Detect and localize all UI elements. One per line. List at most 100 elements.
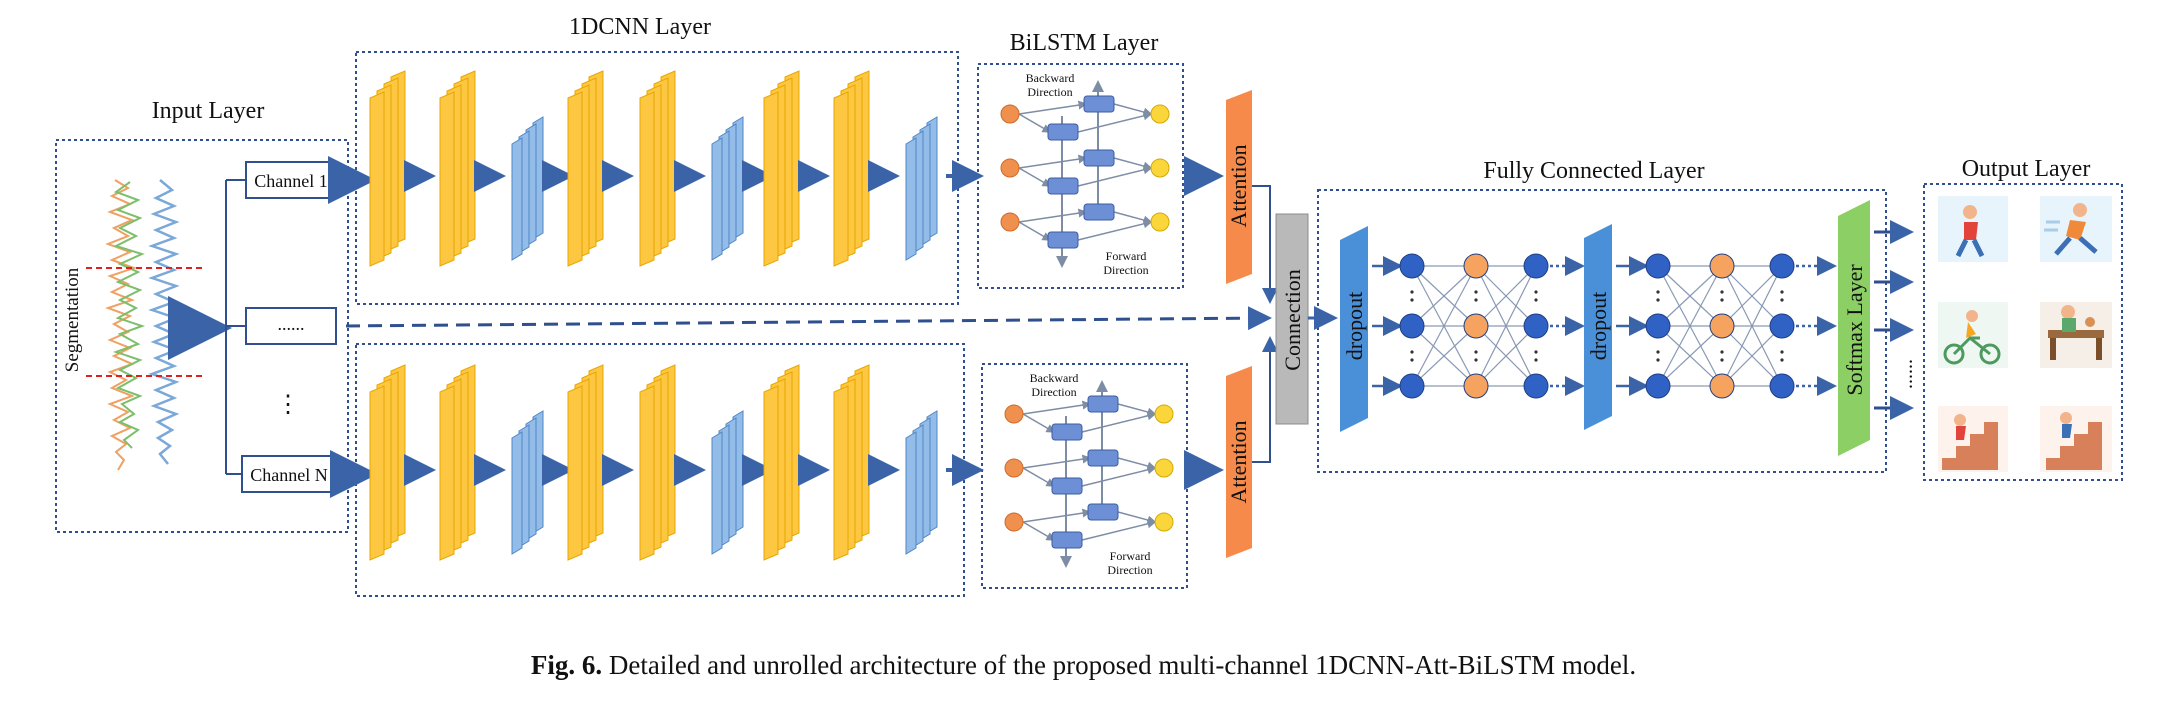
- output-layer-frame: [1923, 183, 2123, 481]
- forward-direction-label: Direction: [1107, 563, 1152, 577]
- dropout-bar-1: [1340, 226, 1368, 432]
- cnn-stack-bottom: [369, 364, 984, 561]
- segmentation-label: Segmentation: [62, 267, 83, 372]
- lstm-cell: [1087, 503, 1119, 521]
- softmax-label: Softmax Layer: [1842, 264, 1867, 396]
- channel-middle-label: ......: [278, 314, 305, 334]
- fc-node-orange: [1709, 253, 1735, 279]
- lstm-cell: [1047, 177, 1079, 195]
- fc-node-blue: [1523, 373, 1549, 399]
- attention-blocks: Attention Attention: [1184, 90, 1278, 558]
- lstm-cell: [1051, 531, 1083, 549]
- channel-bracket: [225, 179, 246, 475]
- output-icons: [1938, 196, 2112, 472]
- fc-node-orange: [1463, 253, 1489, 279]
- upstairs-icon: [1938, 406, 2008, 472]
- cnn-layer-title: 1DCNN Layer: [569, 14, 711, 40]
- channel-1-box: [245, 161, 337, 199]
- lstm-cell: [1083, 203, 1115, 221]
- figure-caption: Fig. 6. Detailed and unrolled architectu…: [0, 650, 2167, 681]
- lstm-cell: [1047, 231, 1079, 249]
- dropout-label-1: dropout: [1342, 292, 1367, 360]
- conv-feature-map: [567, 70, 604, 267]
- lstm-output-node: [1150, 104, 1170, 124]
- channel-n-box: [241, 455, 337, 493]
- forward-direction-label: Direction: [1103, 263, 1148, 277]
- channel-middle-dashed-arrow: [345, 306, 1272, 331]
- running-icon: [2040, 196, 2112, 262]
- lstm-input-node: [1004, 458, 1024, 478]
- softmax-bar: [1838, 200, 1870, 456]
- forward-direction-label: Forward: [1106, 249, 1147, 263]
- channel-middle-box: [245, 307, 337, 345]
- signal-wave-green: [112, 181, 146, 449]
- attention-bottom-label: Attention: [1226, 420, 1251, 503]
- attention-top: [1226, 90, 1252, 284]
- lstm-input-node: [1000, 104, 1020, 124]
- conv-feature-map: [439, 364, 476, 561]
- signal-wave-orange: [104, 179, 138, 471]
- forward-direction-label: Forward: [1110, 549, 1151, 563]
- pooling-feature-map: [511, 116, 544, 261]
- lstm-cell: [1087, 449, 1119, 467]
- connection-label: Connection: [1280, 269, 1305, 370]
- pooling-feature-map: [711, 410, 744, 555]
- lstm-input-node: [1004, 404, 1024, 424]
- fc-node-blue: [1399, 313, 1425, 339]
- caption-text: Detailed and unrolled architecture of th…: [608, 650, 1637, 680]
- conv-feature-map: [439, 70, 476, 267]
- fc-node-blue: [1645, 373, 1671, 399]
- cycling-icon: [1938, 302, 2008, 368]
- channel-n-label: Channel N: [250, 465, 327, 485]
- fc-node-blue: [1769, 313, 1795, 339]
- fc-layer-title: Fully Connected Layer: [1483, 158, 1704, 184]
- fc-node-orange: [1463, 373, 1489, 399]
- conv-feature-map: [833, 70, 870, 267]
- input-layer-frame: [55, 139, 349, 533]
- dropout-bar-2: [1584, 224, 1612, 430]
- conv-feature-map: [763, 364, 800, 561]
- lstm-cell: [1051, 477, 1083, 495]
- caption-number: Fig. 6.: [530, 650, 603, 680]
- conv-feature-map: [369, 70, 406, 267]
- backward-direction-label: Backward: [1026, 71, 1075, 85]
- channel-vdots: ⋮: [276, 392, 300, 418]
- dropout-softmax: dropout dropout Softmax Layer: [1340, 200, 1870, 456]
- output-dots: ......: [1895, 359, 1917, 389]
- walking-icon: [1938, 196, 2008, 262]
- channel-boxes: Channel 1 ...... ⋮ Channel N: [241, 161, 337, 493]
- sitting-icon: [2040, 302, 2112, 368]
- fc-node-blue: [1645, 253, 1671, 279]
- cnn-stack-top: [369, 70, 984, 267]
- pooling-feature-map: [905, 116, 938, 261]
- conv-feature-map: [567, 364, 604, 561]
- lstm-output-node: [1154, 458, 1174, 478]
- lstm-output-node: [1150, 212, 1170, 232]
- lstm-input-node: [1004, 512, 1024, 532]
- lstm-output-node: [1150, 158, 1170, 178]
- backward-direction-label: Direction: [1027, 85, 1072, 99]
- fc-node-blue: [1523, 253, 1549, 279]
- fc-node-blue: [1399, 253, 1425, 279]
- signal-wave-blue: [148, 179, 180, 465]
- conv-feature-map: [763, 70, 800, 267]
- lstm-input-node: [1000, 158, 1020, 178]
- lstm-cell: [1047, 123, 1079, 141]
- fc-node-orange: [1709, 373, 1735, 399]
- backward-direction-label: Backward: [1030, 371, 1079, 385]
- fc-node-blue: [1399, 373, 1425, 399]
- input-layer-title: Input Layer: [152, 98, 265, 124]
- dropout-label-2: dropout: [1586, 292, 1611, 360]
- bilstm-layer-title: BiLSTM Layer: [1010, 30, 1159, 56]
- downstairs-icon: [2040, 406, 2112, 472]
- lstm-input-node: [1000, 212, 1020, 232]
- pooling-feature-map: [711, 116, 744, 261]
- fc-node-blue: [1769, 253, 1795, 279]
- lstm-output-node: [1154, 404, 1174, 424]
- fully-connected-network: [1372, 253, 1837, 399]
- pooling-feature-map: [905, 410, 938, 555]
- pooling-feature-map: [511, 410, 544, 555]
- fc-node-orange: [1463, 313, 1489, 339]
